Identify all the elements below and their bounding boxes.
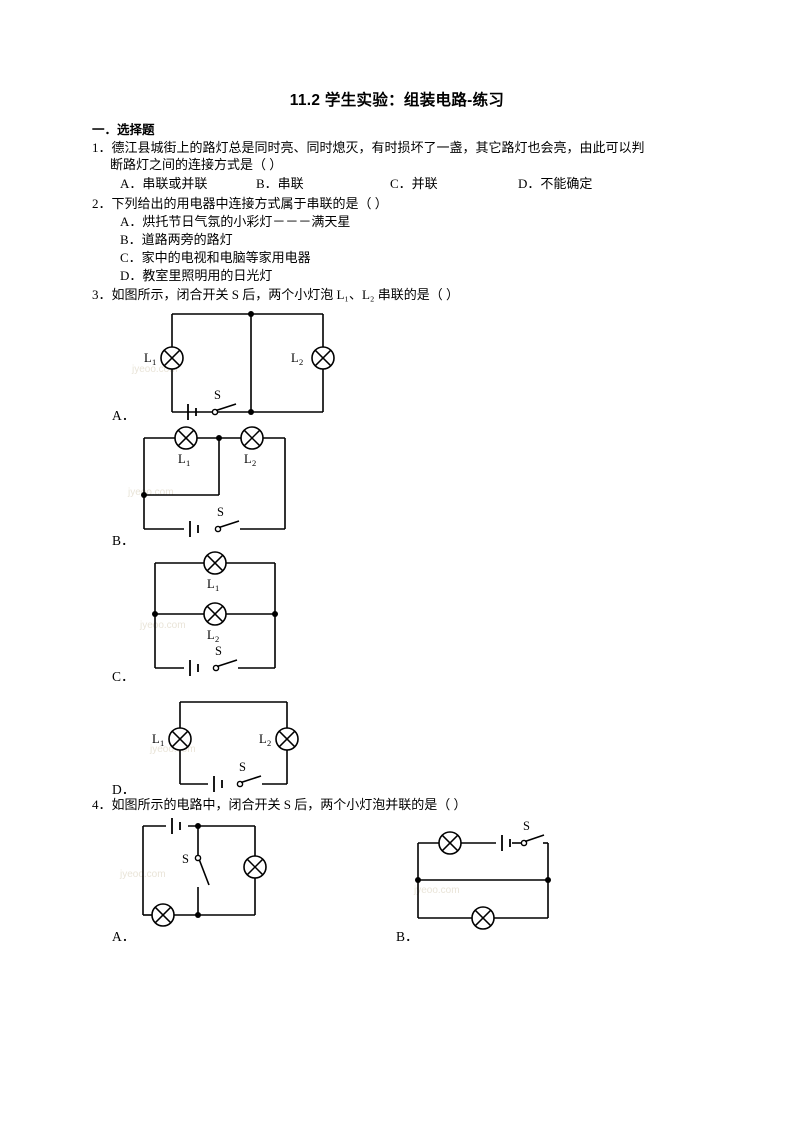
lamp-label-l1: L — [178, 452, 186, 466]
watermark-text: jyeoo.com — [127, 487, 174, 498]
question-2-option-c[interactable]: C．家中的电视和电脑等家用电器 — [120, 250, 311, 265]
junction-node — [216, 435, 222, 441]
watermark-text: jyeoo.com — [413, 885, 460, 896]
question-3-choice-label-c[interactable]: C． — [112, 669, 135, 684]
lamp-label-l1: L — [144, 351, 152, 365]
junction-node — [272, 611, 278, 617]
junction-node — [248, 409, 254, 415]
circuit-diagram-q3-c: jyeoo.com L 1 L 2 S — [139, 551, 278, 676]
switch-label-s: S — [215, 644, 222, 658]
question-3-choice-label-a[interactable]: A． — [112, 408, 136, 423]
svg-text:2: 2 — [215, 634, 219, 644]
junction-node — [195, 823, 201, 829]
question-2-option-d[interactable]: D．教室里照明用的日光灯 — [120, 268, 273, 283]
question-1-option-b[interactable]: B．串联 — [256, 176, 304, 191]
watermark-text: jyeoo.com — [149, 744, 196, 755]
question-3-stem: 3．如图所示，闭合开关 S 后，两个小灯泡 L₁、L₂ 串联的是（ ） — [92, 287, 712, 303]
junction-node — [195, 912, 201, 918]
svg-text:2: 2 — [252, 458, 256, 468]
question-1-option-a[interactable]: A．串联或并联 — [120, 176, 208, 191]
circuit-diagram-q3-b: jyeoo.com L 1 L 2 S — [127, 426, 286, 537]
question-2-option-a[interactable]: A．烘托节日气氛的小彩灯－－－满天星 — [120, 214, 351, 229]
question-2-text: 下列给出的用电器中连接方式属于串联的是（ ） — [111, 196, 388, 211]
switch-label-s: S — [239, 760, 246, 774]
junction-node — [545, 877, 551, 883]
switch-label-s: S — [523, 819, 530, 833]
question-1-stem-line1: 1．德江县城街上的路灯总是同时亮、同时熄灭，有时损坏了一盏，其它路灯也会亮，由此… — [92, 140, 712, 156]
svg-text:1: 1 — [215, 583, 219, 593]
question-1-number: 1． — [92, 140, 112, 155]
svg-text:1: 1 — [186, 458, 190, 468]
question-4-choice-label-a[interactable]: A． — [112, 929, 136, 944]
question-4-stem: 4．如图所示的电路中，闭合开关 S 后，两个小灯泡并联的是（ ） — [92, 797, 712, 813]
lamp-label-l1: L — [152, 732, 160, 746]
lamp-label-l2: L — [259, 732, 267, 746]
circuit-diagram-q4-b: jyeoo.com S — [413, 819, 551, 930]
junction-node — [415, 877, 421, 883]
junction-node — [152, 611, 158, 617]
switch-label-s: S — [182, 852, 189, 866]
circuit-diagram-q3-a: jyeoo.com L 1 L 2 S — [131, 311, 335, 420]
question-4-number: 4． — [92, 797, 112, 812]
lamp-label-l2: L — [244, 452, 252, 466]
question-1-stem-line2: 断路灯之间的连接方式是（ ） — [110, 157, 283, 172]
switch-label-s: S — [214, 388, 221, 402]
svg-text:1: 1 — [160, 738, 164, 748]
circuit-diagram-q3-d: jyeoo.com L 1 L 2 S — [149, 701, 299, 792]
question-3-choice-label-d[interactable]: D． — [112, 782, 136, 797]
question-1-text: 德江县城街上的路灯总是同时亮、同时熄灭，有时损坏了一盏，其它路灯也会亮，由此可以… — [111, 140, 645, 155]
junction-node — [248, 311, 254, 317]
question-3-number: 3． — [92, 287, 112, 302]
question-4-choice-label-b[interactable]: B． — [396, 929, 419, 944]
question-1-option-d[interactable]: D．不能确定 — [518, 176, 593, 191]
question-4-text: 如图所示的电路中，闭合开关 S 后，两个小灯泡并联的是（ ） — [111, 797, 467, 812]
svg-text:1: 1 — [152, 357, 156, 367]
question-3-choice-label-b[interactable]: B． — [112, 533, 135, 548]
svg-text:2: 2 — [267, 738, 271, 748]
lamp-label-l2: L — [207, 628, 215, 642]
question-1-option-c[interactable]: C．并联 — [390, 176, 438, 191]
section-heading: 一．选择题 — [92, 123, 155, 137]
lamp-label-l1: L — [207, 577, 215, 591]
lamp-label-l2: L — [291, 351, 299, 365]
question-2-option-b[interactable]: B．道路两旁的路灯 — [120, 232, 233, 247]
page-title: 11.2 学生实验：组装电路-练习 — [289, 92, 505, 109]
svg-text:2: 2 — [299, 357, 303, 367]
watermark-text: jyeoo.com — [139, 620, 186, 631]
question-2-stem: 2．下列给出的用电器中连接方式属于串联的是（ ） — [92, 196, 712, 212]
circuit-diagram-q4-a: jyeoo.com S — [119, 818, 267, 927]
question-2-number: 2． — [92, 196, 112, 211]
question-3-text: 如图所示，闭合开关 S 后，两个小灯泡 L₁、L₂ 串联的是（ ） — [111, 287, 459, 302]
junction-node — [141, 492, 147, 498]
switch-label-s: S — [217, 505, 224, 519]
watermark-text: jyeoo.com — [131, 364, 178, 375]
